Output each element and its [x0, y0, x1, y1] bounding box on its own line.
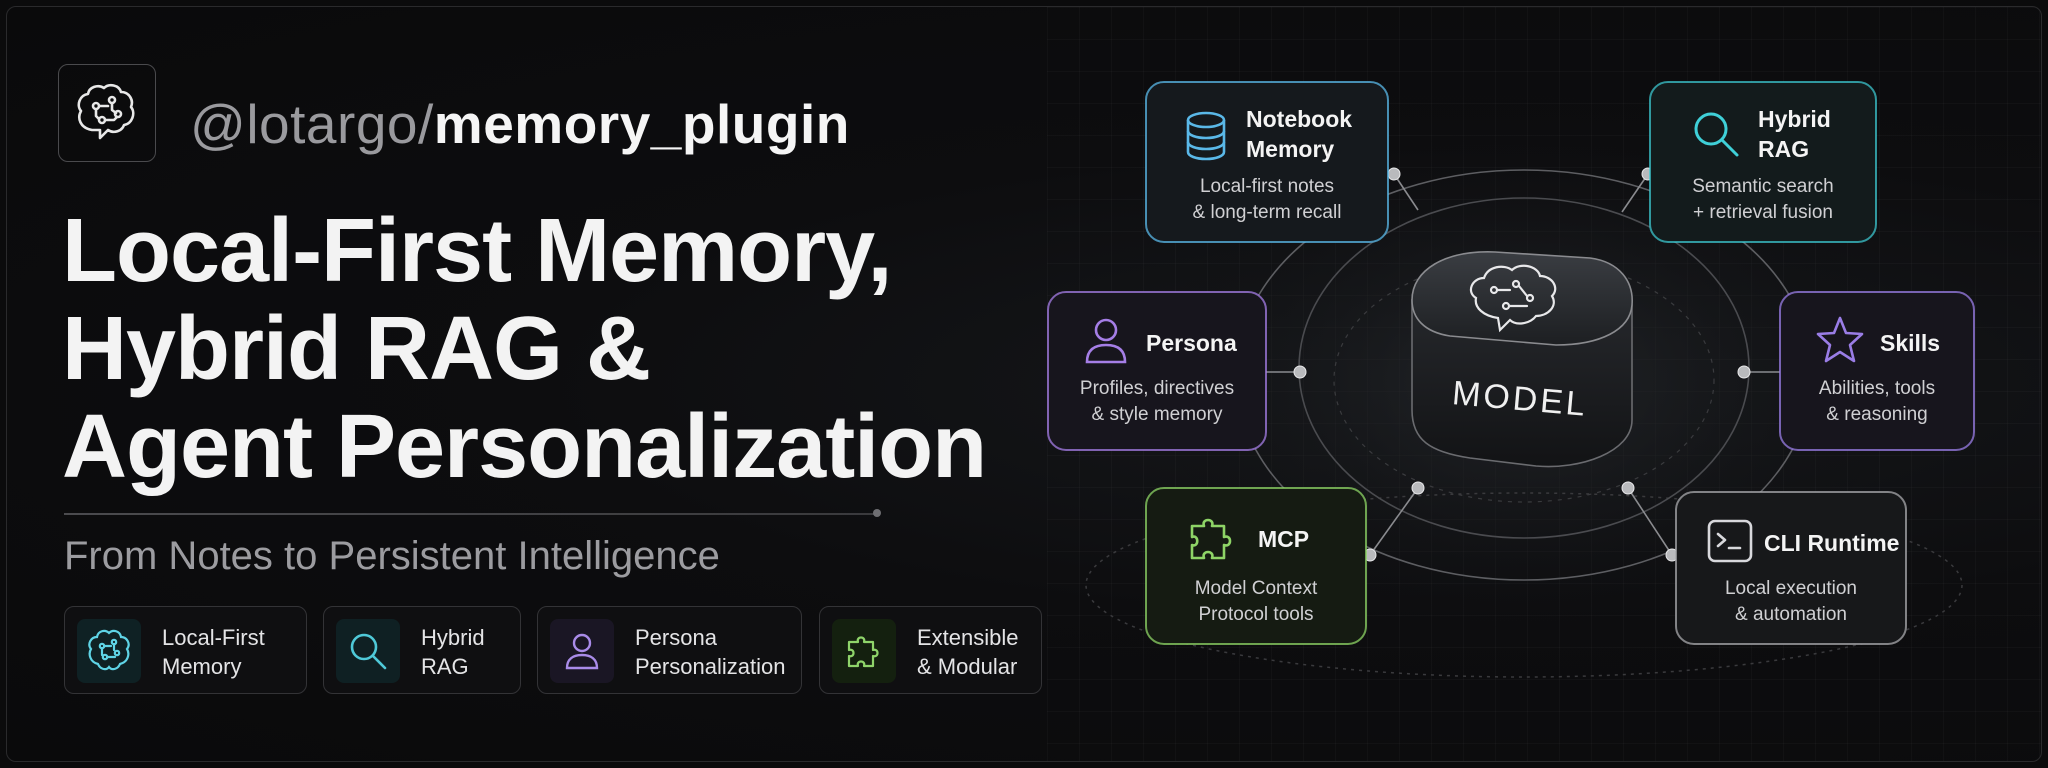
logo — [58, 64, 156, 162]
package-handle: @lotargo/memory_plugin — [190, 84, 850, 164]
card-bg-cli — [1675, 491, 1907, 645]
chip-hybrid-rag: Hybrid RAG — [323, 606, 521, 694]
card-description: Model Context Protocol tools — [1194, 578, 1318, 625]
chip-label: Local-First Memory — [162, 625, 265, 679]
card-bg-persona — [1047, 291, 1267, 451]
headline-line-1: Local-First Memory, — [62, 201, 893, 301]
card-bg-rag — [1649, 81, 1877, 243]
person-icon — [565, 633, 599, 670]
floor-ring — [1085, 492, 1963, 678]
brain-icon — [88, 629, 130, 671]
card-hybrid-rag: Hybrid RAG Semantic search + retrieval f… — [1650, 82, 1876, 242]
puzzle-icon — [847, 636, 879, 668]
chip-local-first-memory: Local-First Memory — [64, 606, 307, 694]
card-persona: Persona Profiles, directives & style mem… — [1048, 292, 1266, 450]
puzzle-icon — [1190, 518, 1232, 560]
card-description: Local-first notes & long-term recall — [1192, 176, 1342, 223]
card-bg-notebook — [1145, 81, 1389, 243]
chip-icon-container — [77, 619, 141, 683]
card-description: Local execution & automation — [1724, 578, 1858, 625]
card-cli-runtime: CLI Runtime Local execution & automation — [1676, 492, 1906, 644]
brain-chat-icon — [77, 83, 135, 140]
chip-label: Hybrid RAG — [421, 625, 485, 679]
headline-line-2: Hybrid RAG & — [62, 299, 651, 399]
headline-line-3: Agent Personalization — [62, 397, 987, 497]
subtitle: From Notes to Persistent Intelligence — [64, 534, 720, 578]
card-title: Hybrid RAG — [1758, 106, 1831, 162]
chip-extensible-modular: Extensible & Modular — [819, 606, 1042, 694]
card-mcp: MCP Model Context Protocol tools — [1146, 488, 1366, 644]
card-description: Abilities, tools & reasoning — [1818, 378, 1936, 425]
search-icon — [350, 633, 387, 670]
person-icon — [1085, 318, 1127, 364]
star-icon — [1816, 316, 1864, 363]
divider — [64, 513, 876, 515]
database-icon — [1186, 111, 1226, 161]
headline: Local-First Memory, Hybrid RAG & Agent P… — [62, 201, 987, 497]
chip-persona-personalization: Persona Personalization — [537, 606, 802, 694]
brain-icon — [1469, 264, 1557, 333]
card-title: Notebook Memory — [1246, 106, 1353, 162]
card-description: Profiles, directives & style memory — [1079, 378, 1235, 425]
search-icon — [1694, 112, 1739, 157]
card-title: MCP — [1258, 526, 1310, 552]
chip-label: Persona Personalization — [635, 625, 786, 679]
terminal-icon — [1707, 519, 1753, 563]
card-description: Semantic search + retrieval fusion — [1692, 176, 1834, 223]
card-title: Persona — [1146, 330, 1237, 356]
handle-name: memory_plugin — [433, 93, 850, 155]
model-cube — [1411, 251, 1633, 468]
divider-dot — [873, 509, 881, 517]
chip-icon-container — [832, 619, 896, 683]
card-title: CLI Runtime — [1764, 530, 1900, 556]
card-notebook-memory: Notebook Memory Local-first notes & long… — [1146, 82, 1388, 242]
card-title: Skills — [1880, 330, 1941, 356]
card-skills: Skills Abilities, tools & reasoning — [1780, 292, 1974, 450]
chip-label: Extensible & Modular — [917, 625, 1019, 679]
handle-scope: @lotargo/ — [190, 93, 434, 155]
card-bg-skills — [1779, 291, 1975, 451]
chip-icon-container — [550, 619, 614, 683]
chip-icon-container — [336, 619, 400, 683]
